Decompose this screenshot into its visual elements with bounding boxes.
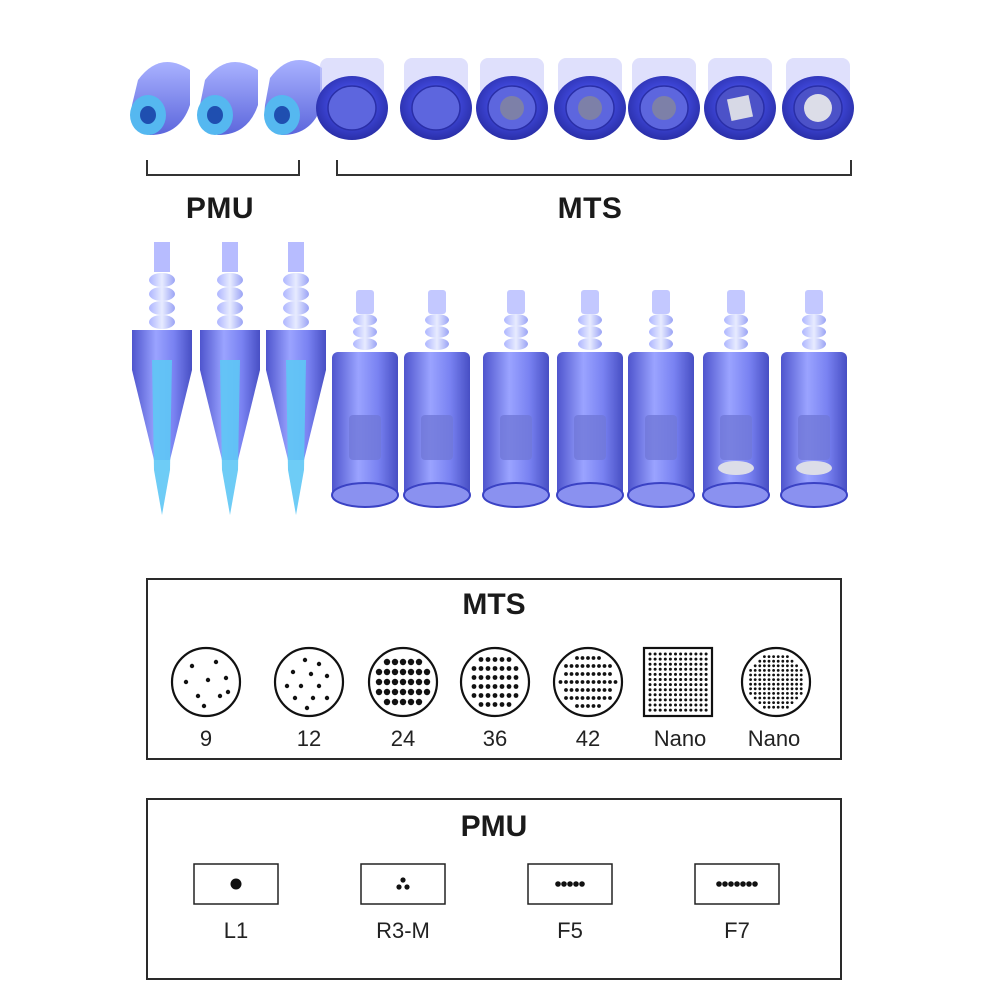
cartridge-side-views <box>132 242 848 515</box>
pmu-pattern-r3m <box>360 863 446 905</box>
pmu-label-l1: L1 <box>223 918 249 943</box>
pmu-pattern-f7 <box>694 863 780 905</box>
pmu-label-f7: F7 <box>724 918 750 943</box>
mts-cartridge-2 <box>403 290 471 508</box>
mts-cartridge-6 <box>702 290 770 508</box>
mts-pattern-42 <box>552 646 624 718</box>
mts-pattern-24 <box>367 646 439 718</box>
mts-end-view-4 <box>554 58 626 140</box>
mts-label-9: 9 <box>199 726 213 751</box>
mts-pattern-12 <box>273 646 345 718</box>
mts-label-nano-square: Nano <box>653 726 707 751</box>
mts-cartridge-1 <box>331 290 399 508</box>
pmu-cartridge-1 <box>132 242 192 515</box>
pmu-group-label: PMU <box>185 192 255 225</box>
pmu-legend-title: PMU <box>460 810 528 843</box>
mts-end-view-6 <box>704 58 776 140</box>
mts-label-42: 42 <box>575 726 601 751</box>
mts-label-24: 24 <box>390 726 416 751</box>
mts-end-view-3 <box>476 58 548 140</box>
mts-cartridge-3 <box>482 290 550 508</box>
pmu-cartridge-2 <box>200 242 260 515</box>
pmu-bracket <box>146 160 300 176</box>
pmu-label-f5: F5 <box>557 918 583 943</box>
mts-legend-title: MTS <box>462 588 526 621</box>
pmu-label-r3m: R3-M <box>376 918 430 943</box>
mts-end-view-5 <box>628 58 700 140</box>
mts-pattern-36 <box>459 646 531 718</box>
cartridge-end-views <box>130 58 854 140</box>
mts-label-36: 36 <box>482 726 508 751</box>
mts-patterns <box>170 646 812 718</box>
mts-pattern-9 <box>170 646 242 718</box>
mts-bracket <box>336 160 852 176</box>
pmu-patterns <box>193 863 780 905</box>
mts-label-nano-round: Nano <box>747 726 801 751</box>
pmu-cartridge-3 <box>266 242 326 515</box>
pmu-end-view-3 <box>264 60 322 135</box>
pmu-pattern-l1 <box>193 863 279 905</box>
mts-pattern-nano-round <box>740 646 812 718</box>
pmu-end-view-1 <box>130 62 190 135</box>
pmu-pattern-f5 <box>527 863 613 905</box>
mts-pattern-nano-square <box>642 646 714 718</box>
mts-cartridge-5 <box>627 290 695 508</box>
pmu-end-view-2 <box>197 62 258 135</box>
mts-cartridge-4 <box>556 290 624 508</box>
mts-cartridge-7 <box>780 290 848 508</box>
mts-end-view-2 <box>400 58 472 140</box>
mts-group-label: MTS <box>557 192 623 225</box>
mts-end-view-1 <box>316 58 388 140</box>
mts-end-view-7 <box>782 58 854 140</box>
mts-label-12: 12 <box>296 726 322 751</box>
